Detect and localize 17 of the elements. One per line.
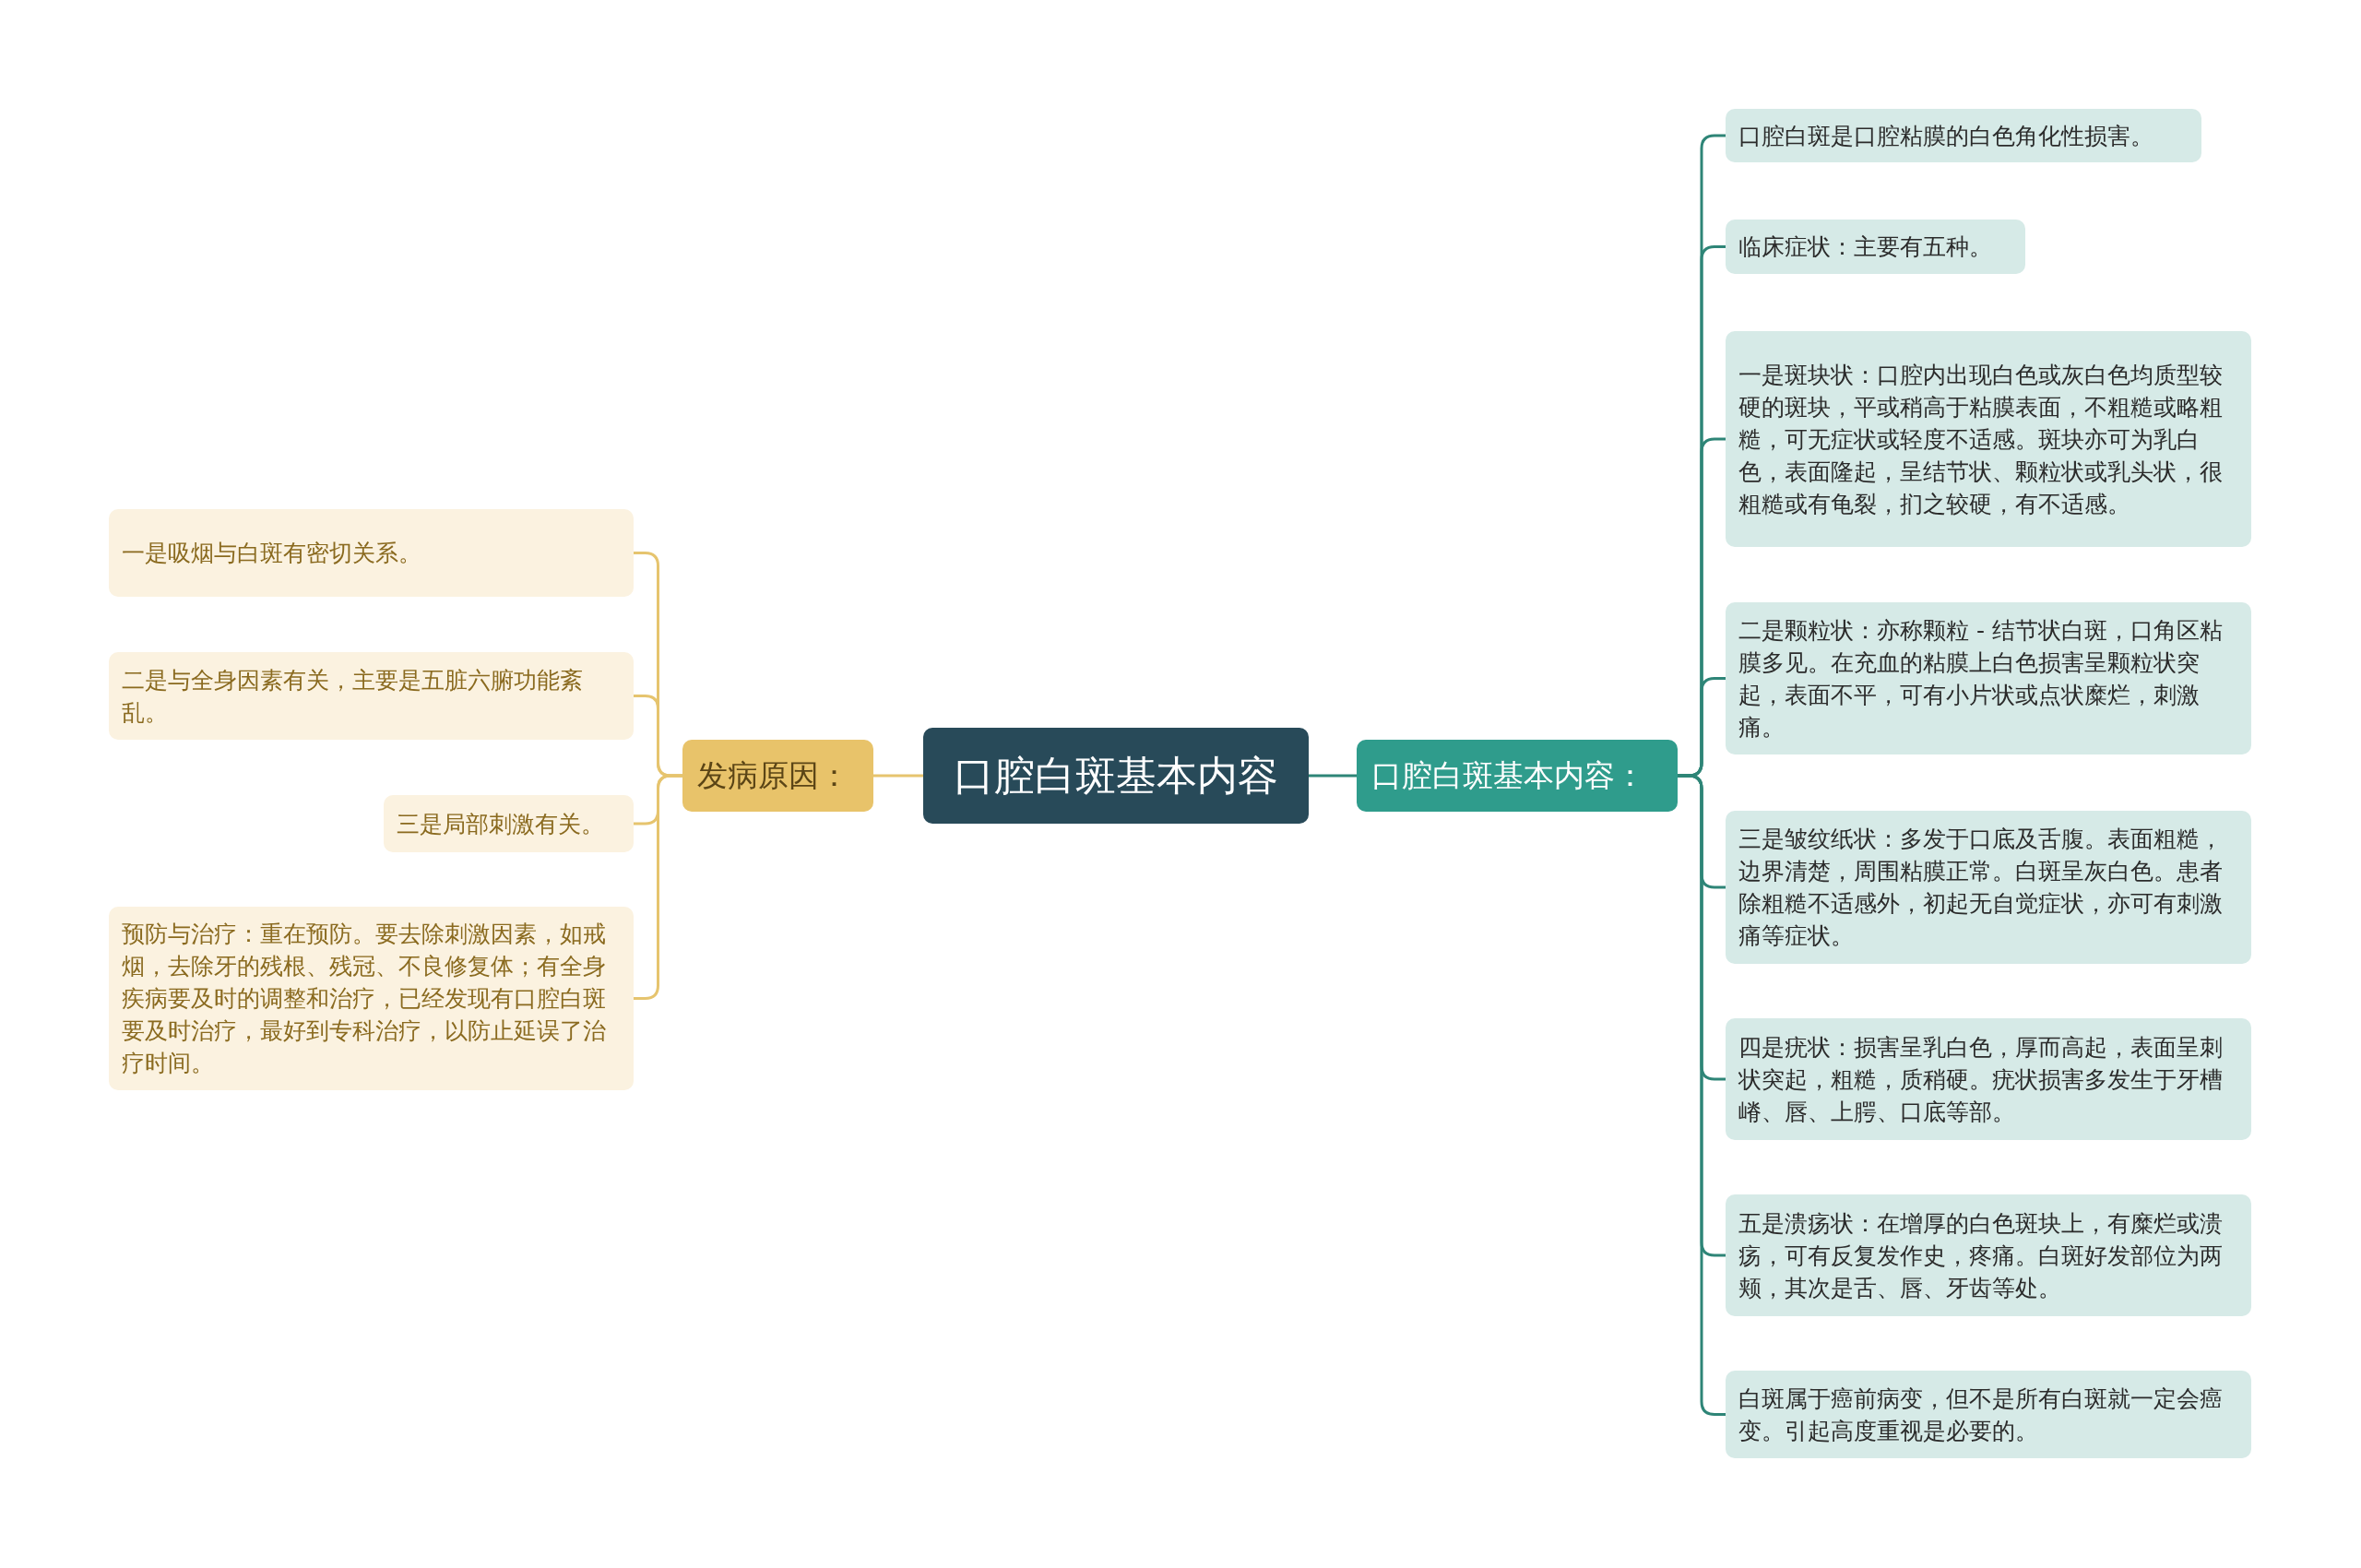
branch-topic-box: 口腔白斑基本内容： [1357, 740, 1678, 812]
subtopic-box: 三是局部刺激有关。 [384, 795, 634, 852]
subtopic-box: 白斑属于癌前病变，但不是所有白斑就一定会癌变。引起高度重视是必要的。 [1726, 1371, 2251, 1458]
subtopic-box: 临床症状：主要有五种。 [1726, 220, 2025, 274]
subtopic-box: 预防与治疗：重在预防。要去除刺激因素，如戒烟，去除牙的残根、残冠、不良修复体；有全身疾病要及时的调整和治疗，已经发现有口腔白斑要及时治疗，最好到专科治疗，以防止延误了治疗时间。 [109, 907, 634, 1090]
branch-topic-box: 发病原因： [682, 740, 873, 812]
subtopic-box: 二是与全身因素有关，主要是五脏六腑功能紊乱。 [109, 652, 634, 740]
subtopic-box: 一是斑块状：口腔内出现白色或灰白色均质型较硬的斑块，平或稍高于粘膜表面，不粗糙或略粗糙，可无症状或轻度不适感。斑块亦可为乳白色，表面隆起，呈结节状、颗粒状或乳头状，很粗糙或有龟裂，扪之较硬，有不适感。 [1726, 331, 2251, 547]
subtopic-box: 五是溃疡状：在增厚的白色斑块上，有糜烂或溃疡，可有反复发作史，疼痛。白斑好发部位为两颊，其次是舌、唇、牙齿等处。 [1726, 1194, 2251, 1316]
subtopic-box: 四是疣状：损害呈乳白色，厚而高起，表面呈刺状突起，粗糙，质稍硬。疣状损害多发生于牙槽嵴、唇、上腭、口底等部。 [1726, 1018, 2251, 1140]
central-topic-box: 口腔白斑基本内容 [923, 728, 1309, 824]
subtopic-box: 一是吸烟与白斑有密切关系。 [109, 509, 634, 597]
subtopic-box: 口腔白斑是口腔粘膜的白色角化性损害。 [1726, 109, 2201, 162]
connector-line [1309, 774, 1357, 778]
connector-line [873, 774, 923, 778]
subtopic-box: 三是皱纹纸状：多发于口底及舌腹。表面粗糙，边界清楚，周围粘膜正常。白斑呈灰白色。患者除粗糙不适感外，初起无自觉症状，亦可有刺激痛等症状。 [1726, 811, 2251, 964]
subtopic-box: 二是颗粒状：亦称颗粒 - 结节状白斑，口角区粘膜多见。在充血的粘膜上白色损害呈颗粒状突起，表面不平，可有小片状或点状糜烂，刺激痛。 [1726, 602, 2251, 754]
